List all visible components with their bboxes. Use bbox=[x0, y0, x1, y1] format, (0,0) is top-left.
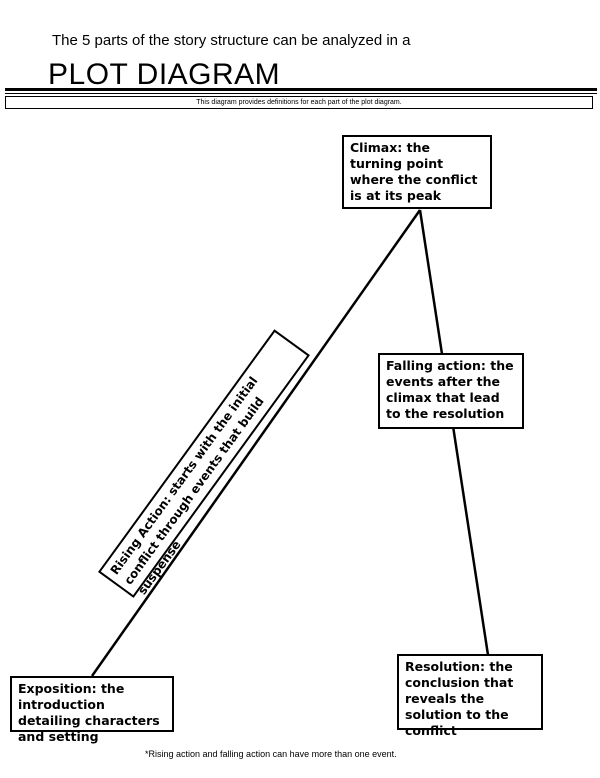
rising-line bbox=[90, 209, 422, 677]
diagram-subtitle: The 5 parts of the story structure can b… bbox=[52, 32, 411, 49]
footnote: *Rising action and falling action can ha… bbox=[145, 749, 397, 759]
exposition-box: Exposition: the introduction detailing c… bbox=[10, 676, 174, 744]
falling-line bbox=[418, 209, 490, 656]
title-underline-thin bbox=[5, 93, 597, 94]
diagram-title: PLOT DIAGRAM bbox=[48, 58, 281, 91]
resolution-box: Resolution: the conclusion that reveals … bbox=[397, 654, 543, 738]
description-banner: This diagram provides definitions for ea… bbox=[5, 96, 593, 109]
falling-action-box: Falling action: the events after the cli… bbox=[378, 353, 524, 429]
climax-box: Climax: the turning point where the conf… bbox=[342, 135, 492, 209]
title-underline-thick bbox=[5, 88, 597, 91]
